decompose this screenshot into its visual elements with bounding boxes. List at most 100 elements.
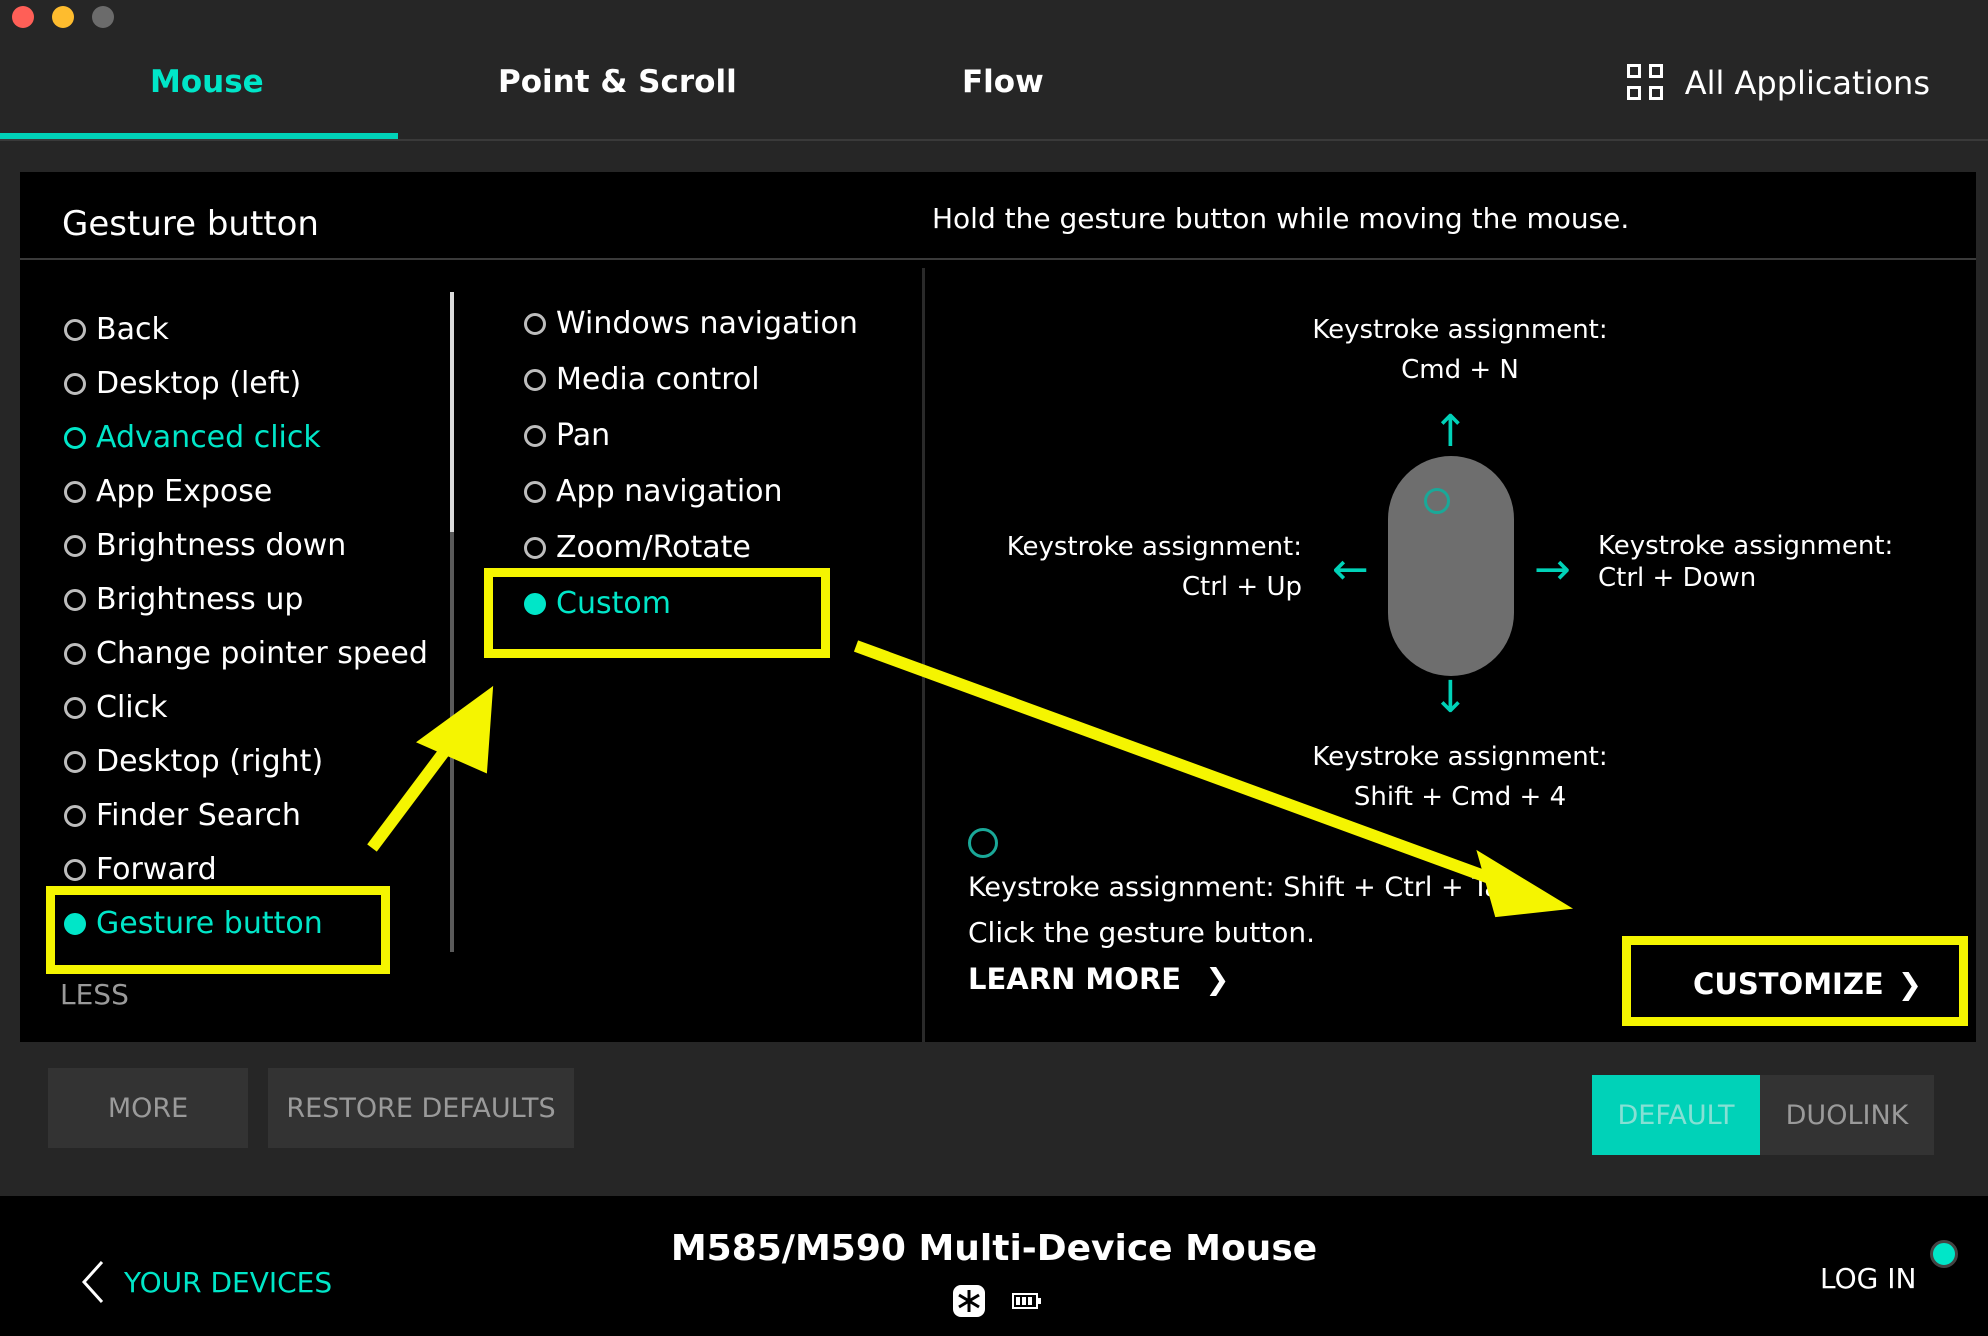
option-gesture-button[interactable]: Gesture button (64, 906, 323, 941)
default-mode-button[interactable]: DEFAULT (1592, 1075, 1760, 1155)
annotation-arrowhead (1476, 849, 1574, 918)
gesture-left-title: Keystroke assignment: (1006, 532, 1302, 562)
less-button[interactable]: LESS (60, 978, 129, 1011)
mode-windows-navigation[interactable]: Windows navigation (524, 306, 858, 341)
radio-icon (64, 858, 86, 881)
option-label: Back (96, 312, 169, 347)
close-window-button[interactable] (12, 6, 34, 28)
mode-pan[interactable]: Pan (524, 418, 610, 453)
gesture-down-value: Shift + Cmd + 4 (1353, 782, 1567, 812)
chevron-left-icon (81, 1260, 104, 1304)
radio-icon (64, 372, 86, 395)
learn-more-label: LEARN MORE (968, 962, 1182, 996)
all-applications-label: All Applications (1684, 64, 1930, 102)
gesture-up-title: Keystroke assignment: (1312, 315, 1608, 345)
gesture-button-marker (1424, 488, 1450, 514)
tab-divider (0, 139, 1988, 141)
battery-icon (1012, 1293, 1041, 1309)
option-advanced-click[interactable]: Advanced click (64, 420, 321, 455)
all-applications-button[interactable]: All Applications (1626, 64, 1930, 102)
mouse-illustration (1388, 456, 1514, 676)
grid-icon (1626, 64, 1665, 102)
option-click[interactable]: Click (64, 690, 167, 725)
click-gesture-radio[interactable] (968, 828, 998, 858)
radio-icon (64, 804, 86, 827)
option-label: Click (96, 690, 168, 725)
tab-flow[interactable]: Flow (962, 64, 1044, 100)
radio-selected-icon (64, 912, 86, 935)
option-label: Brightness up (96, 582, 304, 617)
learn-more-link[interactable]: LEARN MORE ❯ (968, 962, 1230, 996)
zoom-window-button[interactable] (92, 6, 114, 28)
annotation-arrowhead (416, 685, 494, 774)
button-list-scrollbar[interactable] (450, 292, 454, 952)
mode-label: Zoom/Rotate (556, 530, 751, 565)
radio-icon (64, 696, 86, 719)
gesture-right-title: Keystroke assignment: (1598, 531, 1894, 561)
option-desktop-left[interactable]: Desktop (left) (64, 366, 301, 401)
gesture-left-assignment[interactable]: Keystroke assignment: Ctrl + Up (960, 527, 1302, 607)
radio-selected-icon (524, 592, 546, 615)
option-label: Change pointer speed (96, 636, 428, 671)
option-finder-search[interactable]: Finder Search (64, 798, 301, 833)
more-button[interactable]: MORE (48, 1068, 248, 1148)
restore-defaults-button[interactable]: RESTORE DEFAULTS (268, 1068, 574, 1148)
radio-icon (64, 426, 86, 449)
click-description: Click the gesture button. (968, 916, 1316, 949)
mode-media-control[interactable]: Media control (524, 362, 760, 397)
mode-label: Pan (556, 418, 611, 453)
panel-description: Hold the gesture button while moving the… (932, 202, 1630, 235)
tab-mouse[interactable]: Mouse (150, 64, 264, 100)
active-tab-indicator (0, 133, 398, 139)
mode-zoom-rotate[interactable]: Zoom/Rotate (524, 530, 751, 565)
log-in-button[interactable]: LOG IN (1820, 1262, 1917, 1295)
mode-label: Media control (556, 362, 760, 397)
radio-icon (524, 536, 546, 559)
gesture-up-assignment[interactable]: Keystroke assignment: Cmd + N (1260, 310, 1660, 390)
tab-point-scroll[interactable]: Point & Scroll (498, 64, 737, 100)
gesture-left-value: Ctrl + Up (1181, 572, 1302, 602)
radio-icon (64, 480, 86, 503)
mode-label: Windows navigation (556, 306, 858, 341)
radio-icon (64, 534, 86, 557)
gesture-down-title: Keystroke assignment: (1312, 742, 1608, 772)
mode-label: Custom (556, 586, 671, 621)
arrow-up-icon: ↑ (1432, 406, 1469, 457)
gesture-right-value: Ctrl + Down (1598, 563, 1757, 593)
mode-app-navigation[interactable]: App navigation (524, 474, 783, 509)
radio-icon (524, 312, 546, 335)
option-brightness-down[interactable]: Brightness down (64, 528, 346, 563)
radio-icon (524, 368, 546, 391)
gesture-down-assignment[interactable]: Keystroke assignment: Shift + Cmd + 4 (1260, 737, 1660, 817)
option-label: Gesture button (96, 906, 323, 941)
scrollbar-thumb[interactable] (450, 292, 454, 532)
option-brightness-up[interactable]: Brightness up (64, 582, 303, 617)
account-status-indicator (1930, 1240, 1958, 1268)
duolink-mode-button[interactable]: DUOLINK (1760, 1075, 1934, 1155)
option-change-pointer-speed[interactable]: Change pointer speed (64, 636, 428, 671)
chevron-right-icon: ❯ (1897, 967, 1922, 1001)
arrow-right-icon: → (1534, 544, 1571, 595)
device-name: M585/M590 Multi-Device Mouse (670, 1228, 1318, 1269)
panel-title: Gesture button (62, 204, 319, 244)
radio-icon (524, 480, 546, 503)
radio-icon (64, 588, 86, 611)
column-divider (922, 268, 925, 1042)
customize-button[interactable]: CUSTOMIZE ❯ (1634, 948, 1952, 1020)
option-back[interactable]: Back (64, 312, 169, 347)
minimize-window-button[interactable] (52, 6, 74, 28)
radio-icon (64, 642, 86, 665)
option-label: Desktop (left) (96, 366, 302, 401)
option-label: Advanced click (96, 420, 321, 455)
mode-custom[interactable]: Custom (524, 586, 671, 621)
annotation-arrow-to-customize (853, 640, 1509, 890)
option-app-expose[interactable]: App Expose (64, 474, 272, 509)
option-label: Desktop (right) (96, 744, 324, 779)
your-devices-button[interactable]: YOUR DEVICES (80, 1260, 332, 1304)
gesture-right-assignment[interactable]: Keystroke assignment: Ctrl + Down (1598, 530, 1958, 594)
option-desktop-right[interactable]: Desktop (right) (64, 744, 323, 779)
option-forward[interactable]: Forward (64, 852, 217, 887)
mode-label: App navigation (556, 474, 783, 509)
settings-panel: Gesture button Hold the gesture button w… (20, 172, 1976, 1042)
